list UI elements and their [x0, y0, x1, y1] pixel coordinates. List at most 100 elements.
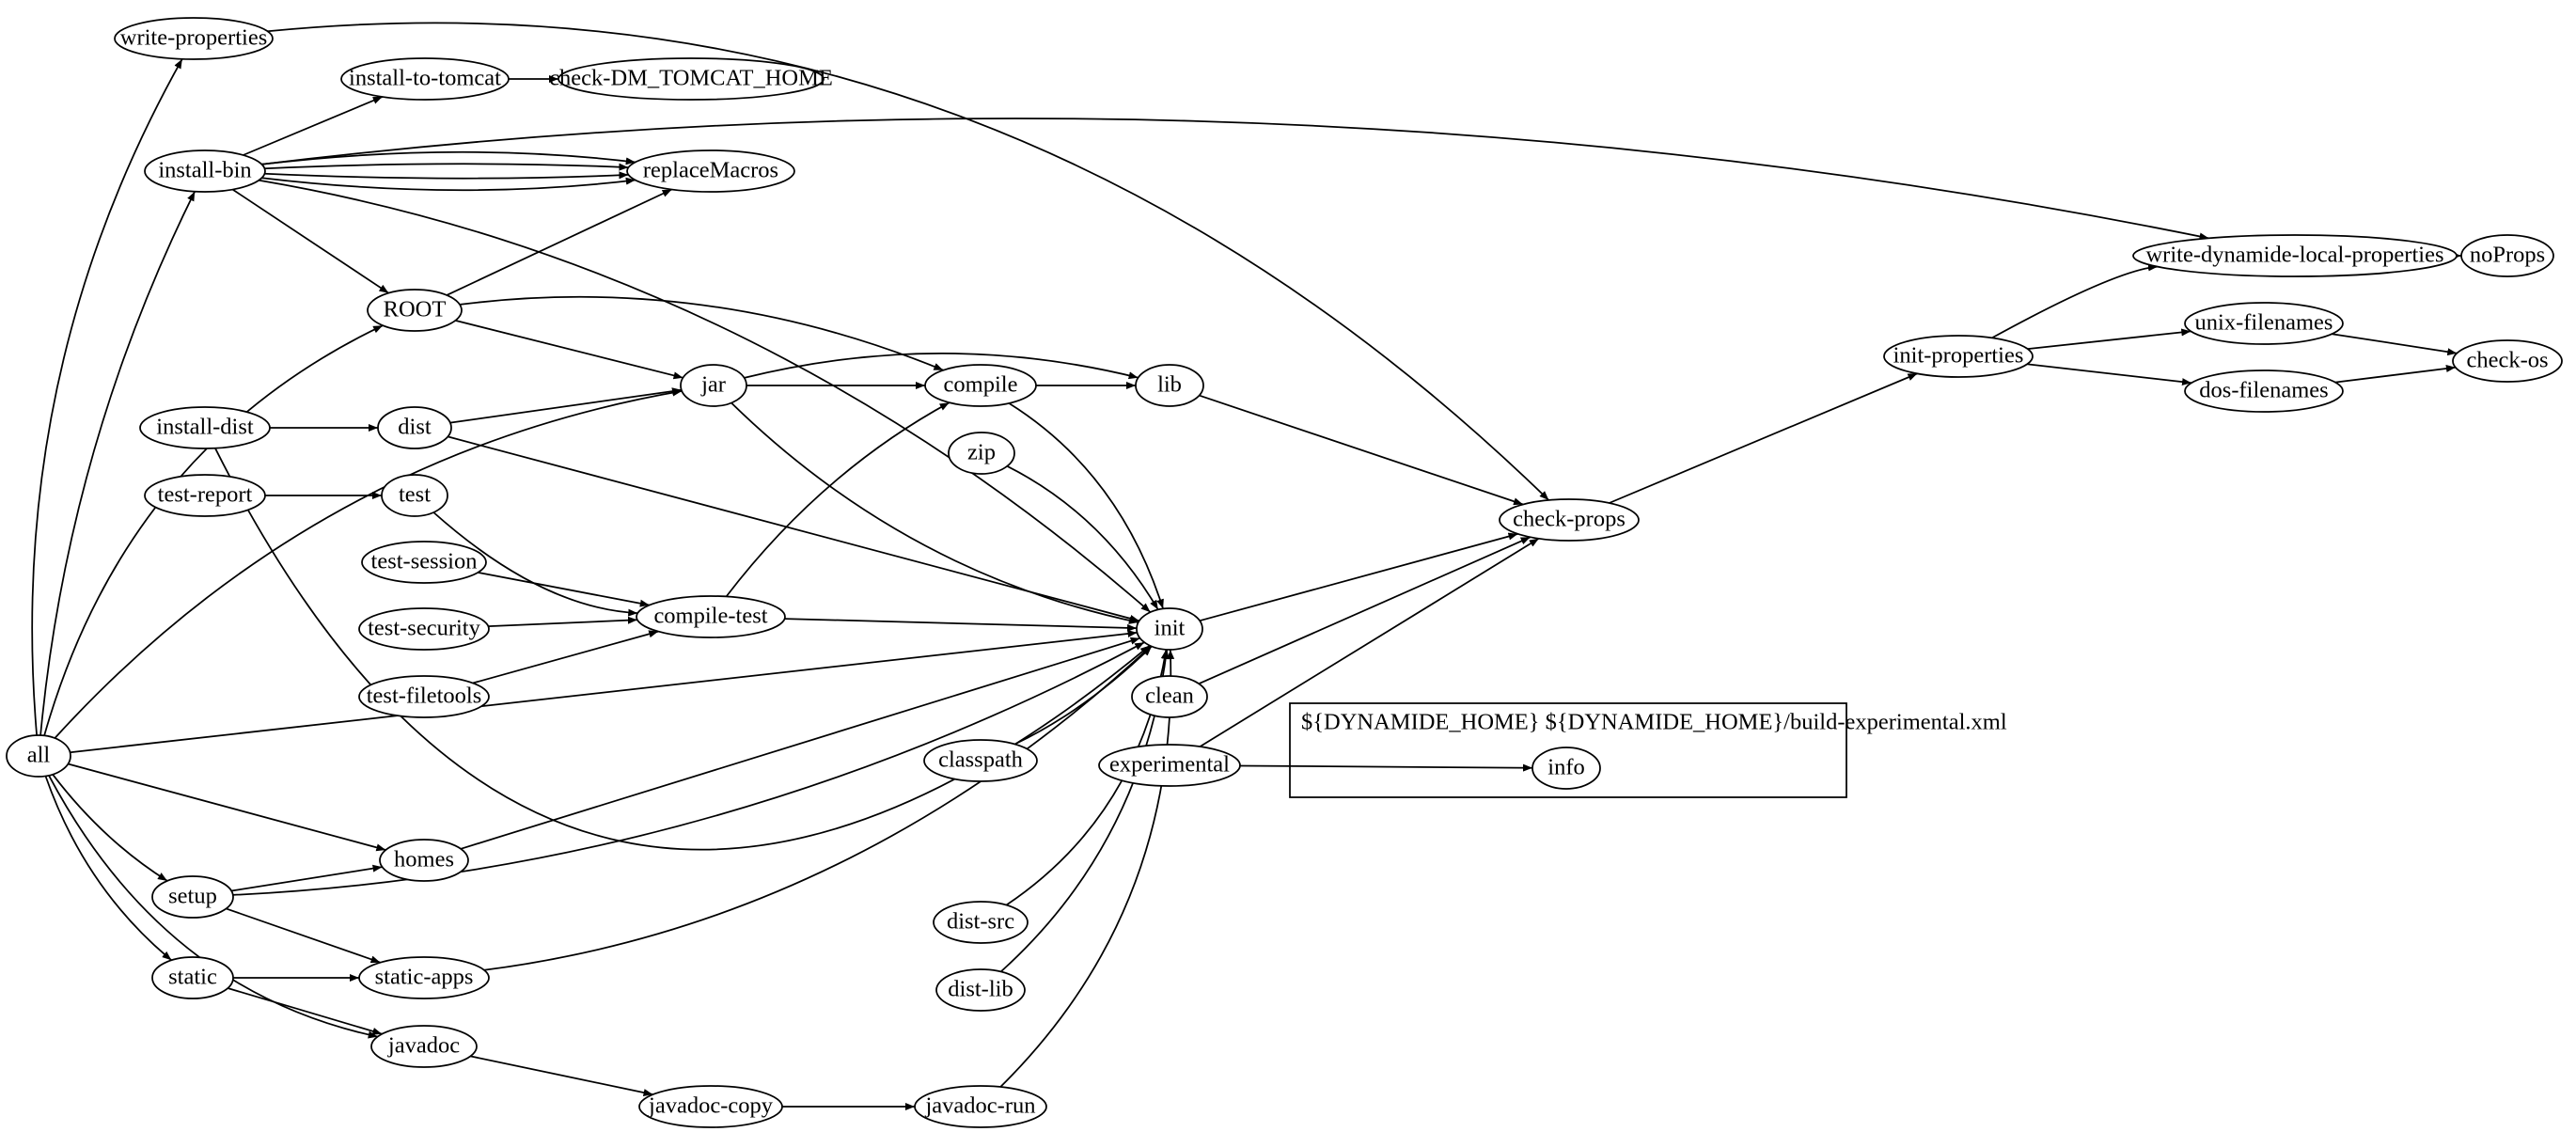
edge-dos-filenames-to-check-os	[2334, 365, 2457, 384]
node-label: test	[399, 482, 431, 508]
edge-all-to-install-bin	[39, 191, 196, 736]
node-label: install-bin	[158, 158, 251, 183]
node-javadoc-run: javadoc-run	[914, 1085, 1047, 1128]
node-clean: clean	[1131, 675, 1208, 718]
edge-all-to-homes	[68, 763, 386, 852]
node-label: jar	[700, 372, 726, 398]
node-label: check-os	[2466, 348, 2548, 373]
node-dist: dist	[377, 406, 452, 449]
node-label: install-dist	[156, 415, 254, 440]
node-dist-lib: dist-lib	[935, 968, 1026, 1012]
node-label: write-dynamide-local-properties	[2145, 243, 2443, 268]
edge-ROOT-to-jar	[455, 320, 683, 380]
cluster-label: ${DYNAMIDE_HOME} ${DYNAMIDE_HOME}/build-…	[1301, 710, 2007, 735]
node-label: dist-src	[947, 909, 1014, 935]
node-compile-test: compile-test	[636, 595, 786, 638]
edge-install-bin-to-replaceMacros	[264, 171, 629, 180]
node-dist-src: dist-src	[933, 901, 1029, 944]
node-label: write-properties	[120, 25, 267, 51]
node-label: lib	[1157, 372, 1182, 398]
edge-all-to-javadoc	[48, 775, 378, 1039]
edge-install-bin-to-init	[259, 179, 1152, 613]
node-label: install-to-tomcat	[349, 66, 501, 91]
edge-install-bin-to-install-to-tomcat	[243, 96, 384, 156]
edge-all-to-setup	[52, 774, 168, 882]
edge-test-session-to-compile-test	[478, 572, 650, 607]
node-replaceMacros: replaceMacros	[626, 149, 795, 193]
node-zip: zip	[948, 432, 1015, 475]
edge-write-properties-to-check-props	[267, 22, 1550, 501]
edge-compile-test-to-compile	[725, 401, 950, 598]
node-dos-filenames: dos-filenames	[2184, 369, 2344, 413]
edge-all-to-ROOT	[43, 324, 384, 736]
edge-layer	[31, 22, 2461, 1110]
edge-jar-to-lib	[744, 353, 1139, 380]
node-label: replaceMacros	[643, 158, 778, 183]
cluster-layer: ${DYNAMIDE_HOME} ${DYNAMIDE_HOME}/build-…	[1289, 702, 2007, 798]
node-label: ROOT	[384, 297, 447, 322]
node-label: compile-test	[653, 604, 767, 629]
node-experimental: experimental	[1098, 744, 1241, 787]
edge-jar-to-init	[730, 401, 1139, 624]
edge-setup-to-static-apps	[226, 907, 381, 964]
node-label: init-properties	[1893, 343, 2024, 369]
node-label: test-filetools	[367, 684, 481, 709]
node-check-DM_TOMCAT_HOME: check-DM_TOMCAT_HOME	[549, 57, 833, 101]
node-label: setup	[168, 884, 217, 909]
edge-static-apps-to-init	[483, 645, 1152, 971]
edge-dist-to-jar	[449, 387, 683, 424]
node-lib: lib	[1135, 364, 1204, 407]
node-test-session: test-session	[361, 541, 487, 584]
node-write-dynamide-local-properties: write-dynamide-local-properties	[2132, 234, 2458, 277]
node-label: dist-lib	[948, 977, 1013, 1002]
edge-setup-to-init	[232, 641, 1145, 896]
node-test-report: test-report	[144, 474, 266, 517]
edge-init-properties-to-dos-filenames	[2027, 363, 2192, 386]
edge-all-to-jar	[54, 388, 683, 739]
edge-classpath-to-init	[1014, 645, 1153, 746]
node-install-dist: install-dist	[139, 406, 271, 449]
edge-dist-to-init	[448, 435, 1140, 622]
node-check-os: check-os	[2452, 339, 2563, 383]
edge-all-to-static	[44, 776, 172, 961]
edge-ROOT-to-compile	[459, 295, 944, 371]
edge-lib-to-check-props	[1199, 394, 1524, 506]
node-classpath: classpath	[923, 739, 1038, 782]
node-label: init	[1154, 616, 1186, 641]
node-label: classpath	[938, 747, 1023, 773]
edge-experimental-to-check-props	[1199, 538, 1540, 747]
node-jar: jar	[680, 364, 747, 407]
node-label: info	[1547, 755, 1584, 780]
node-label: javadoc	[387, 1033, 460, 1059]
edge-test-filetools-to-compile-test	[472, 630, 659, 684]
node-noProps: noProps	[2460, 234, 2554, 277]
edge-ROOT-to-replaceMacros	[446, 188, 672, 296]
node-unix-filenames: unix-filenames	[2184, 302, 2344, 345]
edge-compile-test-to-init	[784, 618, 1138, 632]
node-ROOT: ROOT	[367, 289, 463, 332]
edge-unix-filenames-to-check-os	[2332, 333, 2458, 356]
cluster-build-experimental: ${DYNAMIDE_HOME} ${DYNAMIDE_HOME}/build-…	[1289, 702, 2007, 798]
node-test-filetools: test-filetools	[358, 675, 490, 718]
node-label: javadoc-run	[925, 1093, 1036, 1119]
edge-zip-to-init	[1006, 465, 1159, 610]
edge-install-bin-to-replaceMacros	[264, 163, 629, 171]
node-label: unix-filenames	[2195, 310, 2333, 336]
node-label: test-report	[158, 482, 253, 508]
node-label: check-props	[1513, 507, 1626, 532]
node-init-properties: init-properties	[1883, 335, 2034, 378]
edge-init-to-check-props	[1199, 532, 1518, 622]
edge-check-props-to-init-properties	[1609, 372, 1918, 504]
edge-install-bin-to-ROOT	[231, 188, 389, 294]
node-label: javadoc-copy	[648, 1093, 774, 1119]
node-label: zip	[967, 440, 996, 465]
edge-install-bin-to-replaceMacros	[261, 177, 636, 192]
edge-init-properties-to-write-dynamide-local-properties	[1991, 263, 2159, 339]
edge-install-dist-to-init	[214, 448, 1151, 851]
node-label: static	[168, 965, 217, 990]
node-all: all	[6, 734, 71, 778]
node-install-to-tomcat: install-to-tomcat	[340, 57, 510, 101]
node-test-security: test-security	[358, 607, 490, 651]
node-label: dist	[398, 415, 432, 440]
